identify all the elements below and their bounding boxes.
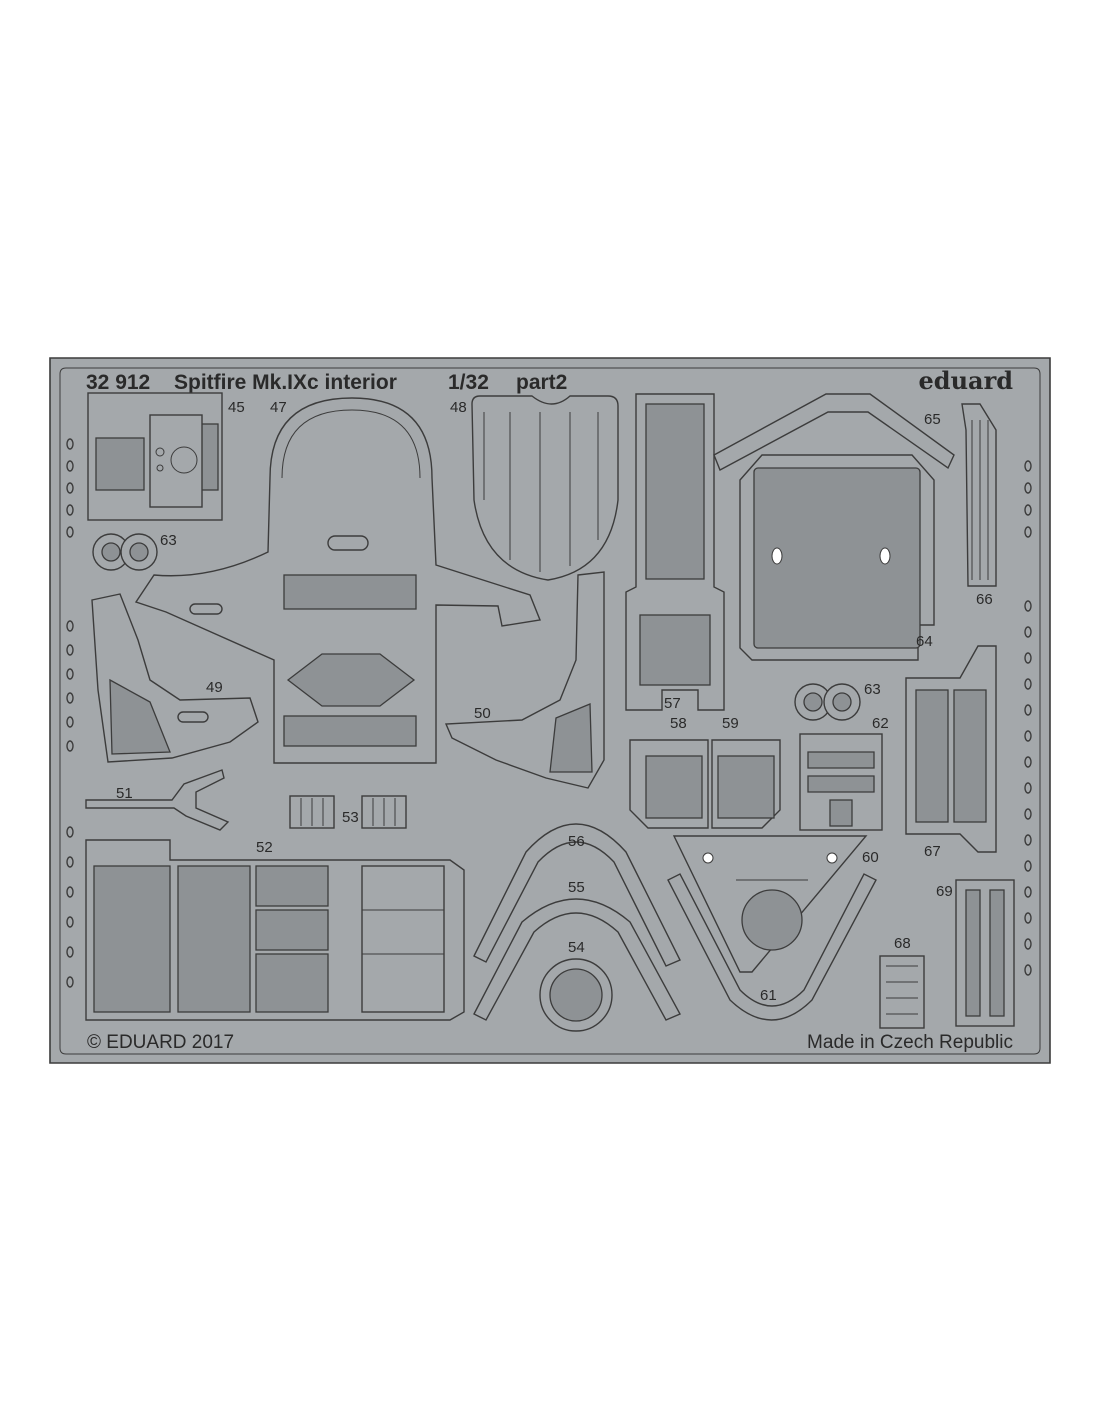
label-50: 50 xyxy=(474,705,491,722)
sheet-title: Spitfire Mk.IXc interior xyxy=(174,371,397,394)
part-63-left xyxy=(92,533,158,571)
origin-text: Made in Czech Republic xyxy=(807,1032,1013,1053)
part-48 xyxy=(471,395,619,581)
brand-logo: eduard xyxy=(919,366,1014,395)
part-51 xyxy=(85,769,230,831)
part-65 xyxy=(713,393,955,471)
part-55 xyxy=(473,898,681,1021)
label-67: 67 xyxy=(924,843,941,860)
part-61 xyxy=(667,873,877,1021)
sheet-code: 32 912 xyxy=(86,371,150,394)
label-52: 52 xyxy=(256,839,273,856)
label-48: 48 xyxy=(450,399,467,416)
copyright-text: © EDUARD 2017 xyxy=(87,1032,234,1053)
label-64: 64 xyxy=(916,633,933,650)
part-53 xyxy=(289,795,407,829)
label-68: 68 xyxy=(894,935,911,952)
label-54: 54 xyxy=(568,939,585,956)
part-69 xyxy=(955,879,1015,1027)
part-57 xyxy=(625,393,725,711)
label-49: 49 xyxy=(206,679,223,696)
label-53: 53 xyxy=(342,809,359,826)
part-52 xyxy=(85,839,465,1021)
part-64 xyxy=(739,454,935,661)
label-56: 56 xyxy=(568,833,585,850)
part-67 xyxy=(905,645,997,853)
part-63-right xyxy=(794,683,861,721)
label-66: 66 xyxy=(976,591,993,608)
part-60 xyxy=(672,835,868,973)
part-66 xyxy=(961,403,997,587)
sheet-scale: 1/32 xyxy=(448,371,489,394)
label-60: 60 xyxy=(862,849,879,866)
part-56 xyxy=(473,823,681,967)
label-69: 69 xyxy=(936,883,953,900)
label-57: 57 xyxy=(664,695,681,712)
label-45: 45 xyxy=(228,399,245,416)
part-45 xyxy=(87,392,223,521)
label-63-left: 63 xyxy=(160,532,177,549)
label-62: 62 xyxy=(872,715,889,732)
part-47 xyxy=(134,397,541,764)
label-58: 58 xyxy=(670,715,687,732)
fret-inner-border xyxy=(59,367,1041,1055)
part-50 xyxy=(444,571,605,789)
label-51: 51 xyxy=(116,785,133,802)
part-68 xyxy=(879,955,925,1029)
label-65: 65 xyxy=(924,411,941,428)
label-61: 61 xyxy=(760,987,777,1004)
part-54 xyxy=(539,958,613,1032)
sprue-drops-left xyxy=(66,438,74,988)
label-63-right: 63 xyxy=(864,681,881,698)
sprue-drops-right xyxy=(1024,460,1032,976)
part-62 xyxy=(799,733,883,831)
sheet-part: part2 xyxy=(516,371,567,394)
label-59: 59 xyxy=(722,715,739,732)
part-58 xyxy=(629,739,709,829)
part-49 xyxy=(91,593,259,763)
label-47: 47 xyxy=(270,399,287,416)
label-55: 55 xyxy=(568,879,585,896)
part-59 xyxy=(711,739,781,829)
